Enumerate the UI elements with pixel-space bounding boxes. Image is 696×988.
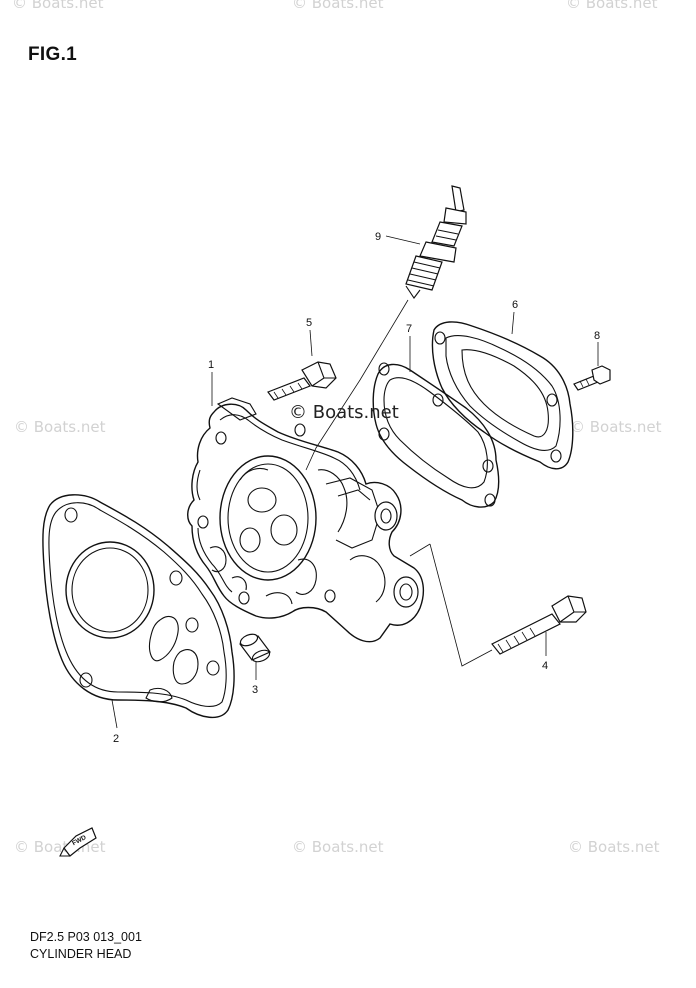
dowel-pin-part-3 — [239, 633, 271, 663]
callout-3: 3 — [252, 684, 258, 696]
figure-caption: CYLINDER HEAD — [30, 947, 132, 961]
watermark-mid-right: © Boats.net — [570, 418, 662, 436]
callout-4: 4 — [542, 660, 548, 672]
bolt-part-4 — [491, 595, 587, 655]
callout-1: 1 — [208, 359, 214, 371]
callout-7: 7 — [406, 323, 412, 335]
forward-arrow-icon: FWD — [59, 827, 97, 857]
cover-gasket-part-7 — [372, 362, 500, 508]
figure-title: FIG.1 — [28, 44, 78, 65]
watermark-top-right: © Boats.net — [566, 0, 658, 12]
callout-9: 9 — [375, 231, 381, 243]
head-cover-part-6 — [431, 321, 574, 470]
watermark-top-center: © Boats.net — [292, 0, 384, 12]
head-gasket-part-2 — [42, 494, 235, 718]
watermark-mid-left: © Boats.net — [14, 418, 106, 436]
bolt-part-8 — [573, 365, 611, 391]
watermark-bottom-center: © Boats.net — [292, 838, 384, 856]
figure-code: DF2.5 P03 013_001 — [30, 930, 142, 944]
callout-5: 5 — [306, 317, 312, 329]
bolt-part-5 — [267, 361, 337, 401]
callout-8: 8 — [594, 330, 600, 342]
cylinder-head-part-1 — [187, 397, 425, 643]
callout-6: 6 — [512, 299, 518, 311]
callout-2: 2 — [113, 733, 119, 745]
watermark-top-left: © Boats.net — [12, 0, 104, 12]
watermark-bottom-right: © Boats.net — [568, 838, 660, 856]
center-watermark: © Boats.net — [289, 402, 399, 423]
spark-plug-part-9 — [405, 185, 467, 299]
